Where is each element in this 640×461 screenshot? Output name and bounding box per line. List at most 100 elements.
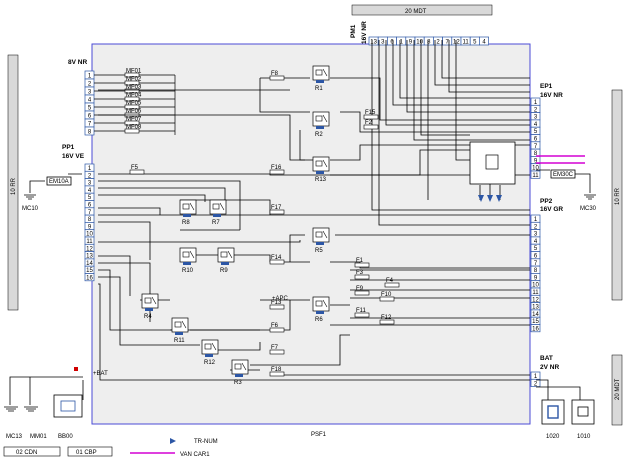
bat-pin-label: 2	[534, 381, 538, 387]
relay-contact-icon	[322, 159, 328, 168]
relay-coil-icon	[212, 203, 220, 210]
conn8v-pin-label: 8	[88, 130, 92, 136]
pm1-pin-label: 1	[400, 40, 404, 46]
em30c-label: EM30C	[553, 172, 574, 178]
relay-coil-icon	[182, 251, 190, 258]
conn8v-pin-label: 6	[88, 114, 92, 120]
pp1-pin-label: 13	[86, 254, 93, 260]
relay-contact-icon	[322, 299, 328, 308]
mf-fuse-label: MF06	[126, 109, 142, 115]
mf-fuse-icon	[124, 120, 140, 126]
relay-contact-icon	[227, 250, 233, 259]
fuse-f16-icon	[269, 169, 285, 175]
mc10-label: MC10	[22, 206, 39, 212]
fuse-label: F3	[356, 270, 364, 276]
fuse-f8-icon	[269, 75, 285, 81]
pp1-pin-label: 1	[88, 166, 92, 172]
conn8v-pin-label: 3	[88, 90, 92, 96]
relay-base-icon	[205, 354, 213, 357]
fuse-f5-icon	[129, 169, 145, 175]
bat-pin-box	[530, 378, 541, 387]
relay-label: R6	[315, 317, 323, 323]
fuse-label: F17	[271, 205, 282, 211]
footer-box-1	[3, 446, 61, 457]
pm1-pin-label: 12	[453, 40, 460, 46]
fuse-label: F7	[271, 345, 279, 351]
relay-r1	[312, 65, 330, 81]
pp2-pin-label: 3	[534, 232, 538, 238]
fuse-f15-icon	[363, 114, 379, 120]
fuse-f6-icon	[269, 327, 285, 333]
relay-base-icon	[235, 374, 243, 377]
right-bar-bottom-label: 20 MDT	[615, 378, 621, 400]
relay-coil-icon	[315, 69, 323, 76]
fuse-label: F10	[381, 292, 392, 298]
right-bar-bottom	[611, 354, 623, 426]
pp2-pin-box	[530, 324, 541, 333]
relay-coil-icon	[315, 115, 323, 122]
relay-coil-icon	[315, 160, 323, 167]
fuse-label: F13	[271, 300, 282, 306]
relay-label: R11	[174, 338, 185, 344]
fuse-label: F8	[271, 71, 279, 77]
pp1-pin-label: 9	[88, 224, 92, 230]
mf-fuse-icon	[124, 80, 140, 86]
pp2-pin-label: 7	[534, 261, 538, 267]
bottom-item-mc13: MC13	[6, 434, 23, 440]
relay-label: R13	[315, 177, 327, 183]
bat-pin-label: 1	[534, 374, 538, 380]
left-bar-label: 10 RR	[11, 177, 17, 195]
pm1-pin-label: 7	[446, 40, 450, 46]
relay-contact-icon	[189, 202, 195, 211]
battery-icon	[60, 400, 76, 412]
right-bar-top	[611, 89, 623, 301]
fuse-label: F11	[356, 308, 367, 314]
ep1-pin-label: 2	[534, 107, 538, 113]
em30c-box	[550, 169, 576, 179]
footer-box-2	[67, 446, 113, 457]
mf-fuse-icon	[124, 72, 140, 78]
ep1-spec: 16V NR	[540, 92, 563, 99]
conn8v-pin-label: 2	[88, 82, 92, 88]
relay-coil-icon	[204, 343, 212, 350]
pp2-pin-label: 11	[532, 290, 539, 296]
relay-coil-icon	[182, 203, 190, 210]
relay-r9	[217, 247, 235, 263]
relay-coil-icon	[315, 300, 323, 307]
relay-contact-icon	[322, 114, 328, 123]
mf-fuse-icon	[124, 88, 140, 94]
fuse-f12-icon	[379, 319, 395, 325]
left-bar	[7, 54, 19, 311]
pp1-pin-label: 15	[86, 268, 93, 274]
ep1-pin-label: 5	[534, 129, 538, 135]
mf-fuse-icon	[124, 128, 140, 134]
ep1-pin-label: 6	[534, 137, 538, 143]
mf-fuse-label: MF08	[126, 125, 142, 131]
ep1-pin-label: 7	[534, 144, 538, 150]
footer-box-2-label: 01 CBP	[76, 450, 97, 456]
bottom-item-mm01: MM01	[30, 434, 47, 440]
mf-fuse-label: MF02	[126, 77, 142, 83]
fuse-label: F5	[131, 165, 139, 171]
ep1-pin-label: 4	[534, 122, 538, 128]
mf-fuse-label: MF07	[126, 117, 142, 123]
mf-fuse-label: MF01	[126, 69, 142, 75]
relay-base-icon	[316, 311, 324, 314]
relay-r12	[201, 339, 219, 355]
pm1-pin-label: 9	[409, 40, 413, 46]
relay-coil-icon	[144, 297, 152, 304]
pm1-pin-label: 4	[482, 40, 486, 46]
pp1-spec: 16V VE	[62, 153, 85, 160]
relay-r13	[312, 156, 330, 172]
top-bar-label: 20 MDT	[405, 9, 427, 15]
pp1-pin-label: 4	[88, 188, 92, 194]
fuse-label: F1	[356, 258, 364, 264]
relay-label: R10	[182, 268, 194, 274]
right-bar-top-label: 10 RR	[615, 187, 621, 205]
footer-box-1-label: 02 CDN	[16, 450, 37, 456]
pm1-pin-label: 13	[370, 40, 377, 46]
relay-label: R2	[315, 132, 323, 138]
mc13-ground-icon	[4, 406, 18, 412]
